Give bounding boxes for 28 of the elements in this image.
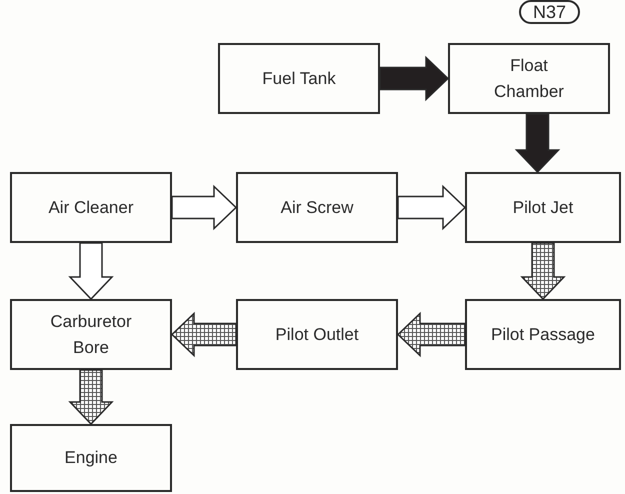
box-label: Fuel Tank	[261, 68, 337, 90]
block-arrow	[397, 184, 466, 230]
process-box	[236, 299, 398, 370]
block-arrow	[170, 312, 237, 358]
block-arrow	[396, 312, 466, 358]
figure-number: N37	[519, 0, 580, 24]
box-label: Carburetor Bore	[49, 310, 133, 358]
process-box	[465, 172, 621, 243]
block-arrow	[68, 369, 114, 426]
box-label: Pilot Passage	[490, 324, 596, 346]
box-label: Air Screw	[280, 196, 354, 218]
block-arrow	[514, 113, 560, 174]
block-arrow	[68, 242, 114, 300]
process-box	[218, 43, 380, 114]
block-arrow	[171, 184, 238, 230]
process-box	[10, 424, 172, 492]
process-box	[448, 43, 610, 114]
block-arrow	[520, 242, 566, 300]
process-box	[236, 172, 398, 243]
process-box	[10, 172, 172, 243]
box-label: Float Chamber	[493, 54, 565, 102]
process-box	[10, 299, 172, 370]
box-label: Air Cleaner	[47, 196, 135, 218]
box-label: Pilot Outlet	[274, 324, 360, 346]
box-label: Pilot Jet	[512, 196, 574, 218]
process-box	[465, 299, 621, 370]
box-label: Engine	[64, 447, 118, 469]
block-arrow	[379, 56, 450, 102]
